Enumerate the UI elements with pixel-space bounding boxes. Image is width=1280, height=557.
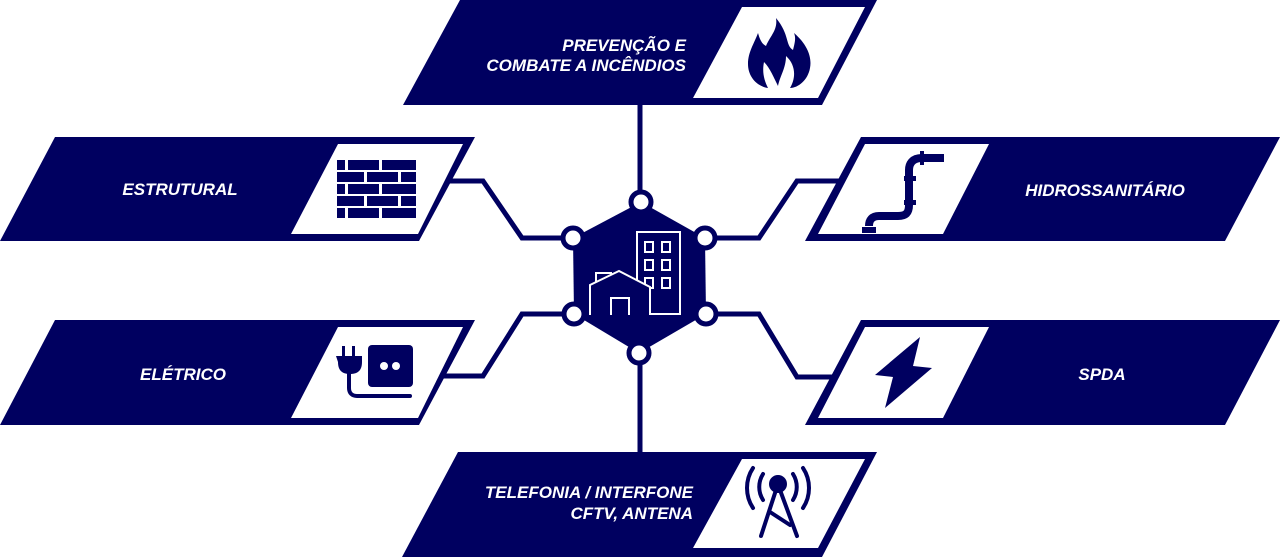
flame-icon (748, 18, 811, 88)
spda-label: SPDA (1078, 365, 1125, 384)
pipe-icon (862, 151, 944, 233)
buildings-icon (589, 231, 681, 315)
discipline-telecom[interactable]: TELEFONIA / INTERFONE CFTV, ANTENA (402, 452, 877, 557)
discipline-structural[interactable]: ESTRUTURAL (0, 137, 475, 241)
structural-label: ESTRUTURAL (122, 180, 237, 199)
discipline-electrical[interactable]: ELÉTRICO (0, 320, 475, 425)
telecom-label-line1: TELEFONIA / INTERFONE (485, 483, 694, 502)
plug-socket-icon (336, 345, 413, 398)
discipline-fire[interactable]: PREVENÇÃO E COMBATE A INCÊNDIOS (403, 0, 877, 105)
fire-label-line2: COMBATE A INCÊNDIOS (486, 56, 686, 75)
lightning-icon (875, 337, 932, 408)
discipline-plumbing[interactable]: HIDROSSANITÁRIO (805, 137, 1280, 241)
antenna-tower-icon (745, 466, 811, 538)
electrical-label: ELÉTRICO (140, 365, 226, 384)
discipline-spda[interactable]: SPDA (805, 320, 1280, 425)
hub-nodes (560, 189, 719, 366)
plumbing-label: HIDROSSANITÁRIO (1025, 181, 1185, 200)
fire-label-line1: PREVENÇÃO E (562, 35, 686, 55)
connectors (440, 105, 840, 452)
center-hub (560, 189, 719, 366)
brick-wall-icon (337, 160, 416, 218)
telecom-label-line2: CFTV, ANTENA (571, 504, 693, 523)
